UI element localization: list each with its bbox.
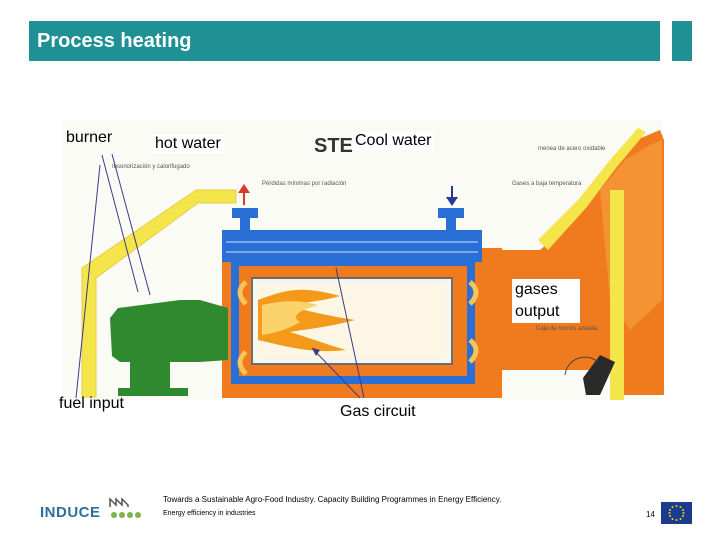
page-number: 14 <box>646 510 655 519</box>
water-jacket-inner <box>231 258 475 384</box>
up-arrow-icon <box>238 184 250 205</box>
img-text-perdidas: Pérdidas mínimas por radiación <box>262 181 346 187</box>
hot-water-nozzle-neck <box>240 218 250 232</box>
label-gases-output: gases output <box>512 279 580 323</box>
chimney-damper <box>583 355 615 395</box>
label-gas-circuit: Gas circuit <box>340 403 416 420</box>
burner-foot <box>118 388 188 396</box>
label-fuel-input: fuel input <box>59 395 124 412</box>
footer-programme: Towards a Sustainable Agro-Food Industry… <box>163 495 502 504</box>
water-jacket-top <box>222 230 482 262</box>
slide-title: Process heating <box>37 30 192 52</box>
gas-return-swirls <box>237 280 479 376</box>
label-cool-water: Cool water <box>352 132 435 150</box>
chimney-gauge <box>564 356 599 376</box>
img-text-chimenea: menea de acero oxidable <box>538 146 606 152</box>
img-text-caja: Caja de humos aislada <box>536 326 598 332</box>
cool-water-nozzle <box>438 208 464 218</box>
img-text-insonorizacion: Insonorización y calorifugado <box>112 164 190 170</box>
burner-base <box>130 362 170 392</box>
induce-logo: INDUCE <box>40 504 101 521</box>
img-text-ste: STE <box>314 135 353 157</box>
footer-subject: Energy efficiency in industries <box>163 510 256 517</box>
flame-core <box>262 301 318 335</box>
pointer-lines <box>75 153 365 399</box>
title-bar: Process heating <box>29 21 660 61</box>
label-hot-water: hot water <box>152 135 224 153</box>
pointer-arrowhead <box>312 348 320 356</box>
down-arrow-icon <box>446 186 458 206</box>
eu-flag-icon <box>661 502 692 524</box>
cool-water-nozzle-neck <box>446 218 456 232</box>
burner-unit <box>110 300 228 362</box>
title-accent <box>672 21 692 61</box>
label-burner: burner <box>66 129 113 146</box>
water-jacket-stripes <box>226 241 478 253</box>
hot-water-nozzle <box>232 208 258 218</box>
img-text-gases: Gases a baja temperatura <box>512 181 582 187</box>
chimney-insulation <box>538 128 646 250</box>
insulation-casing <box>81 189 237 398</box>
induce-logo-icon <box>109 497 141 518</box>
chimney-insulation-right <box>610 190 624 400</box>
